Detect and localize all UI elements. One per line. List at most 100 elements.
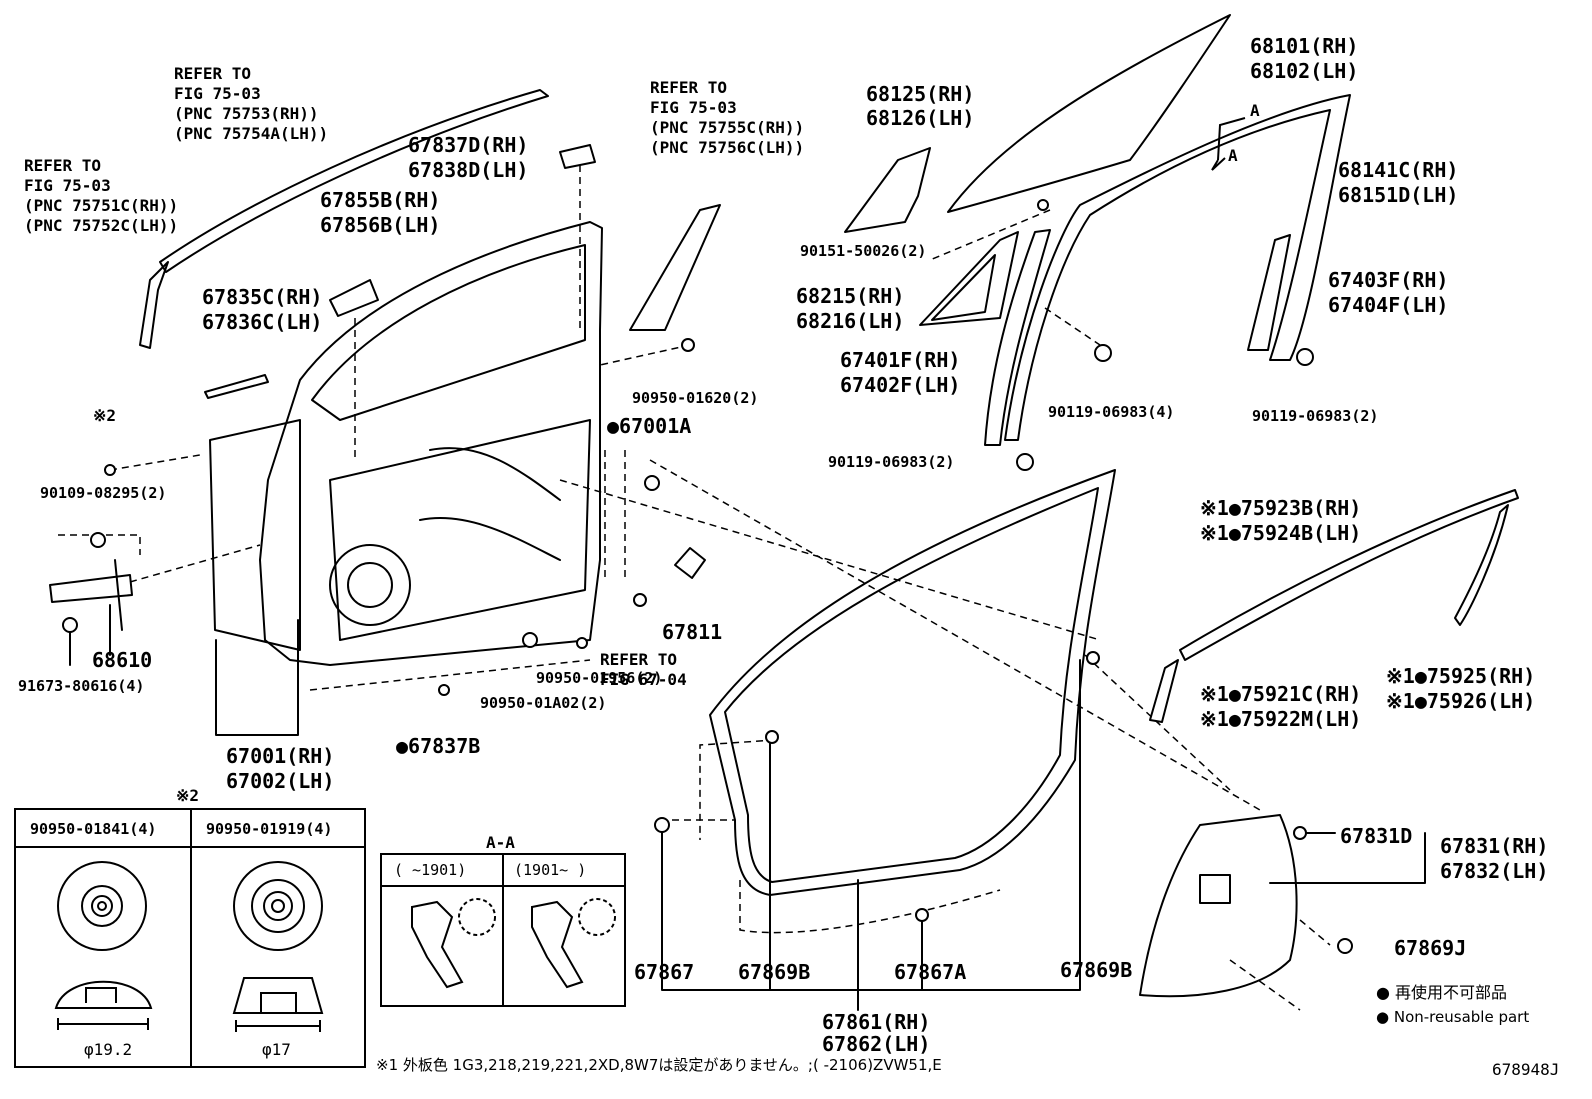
note-1-marker: ※1 bbox=[1200, 707, 1229, 731]
note-1-marker: ※1 bbox=[1200, 521, 1229, 545]
grommet-67001a bbox=[644, 475, 660, 491]
part-68126-lh[interactable]: 68126(LH) bbox=[866, 106, 975, 130]
part-68216-lh[interactable]: 68216(LH) bbox=[796, 309, 905, 333]
part-67862-lh[interactable]: 67862(LH) bbox=[822, 1032, 931, 1056]
part-75923b-rh[interactable]: ※175923B(RH) bbox=[1200, 496, 1361, 520]
part-67856b-lh[interactable]: 67856B(LH) bbox=[320, 213, 441, 237]
part-90119-06983-4[interactable]: 90119-06983(4) bbox=[1048, 403, 1175, 421]
roof-moulding bbox=[159, 89, 549, 273]
hinge-bracket bbox=[329, 279, 379, 317]
clip-90950-01620 bbox=[681, 338, 695, 352]
part-67404f-lh[interactable]: 67404F(LH) bbox=[1328, 293, 1449, 317]
division-bar bbox=[984, 229, 1051, 446]
part-67001-rh[interactable]: 67001(RH) bbox=[226, 744, 335, 768]
legend-en: ● Non-reusable part bbox=[1376, 1010, 1529, 1025]
part-91673-80616[interactable]: 91673-80616(4) bbox=[18, 677, 145, 695]
clip-90151 bbox=[1037, 199, 1049, 211]
part-67001a[interactable]: 67001A bbox=[607, 416, 691, 436]
part-68101-rh[interactable]: 68101(RH) bbox=[1250, 34, 1359, 58]
part-67832-lh[interactable]: 67832(LH) bbox=[1440, 859, 1549, 883]
section-aa-title: A-A bbox=[486, 833, 515, 852]
ref-roof-line3: (PNC 75753(RH)) bbox=[174, 104, 319, 123]
legend-jp-text: 再使用不可部品 bbox=[1395, 983, 1508, 1002]
window-bracket bbox=[559, 144, 596, 169]
clip-fig6704 bbox=[633, 593, 647, 607]
part-67831d[interactable]: 67831D bbox=[1340, 824, 1413, 848]
note-1-marker: ※1 bbox=[1200, 682, 1229, 706]
part-90119-06983-2-right[interactable]: 90119-06983(2) bbox=[1252, 407, 1379, 425]
ref-pillar-mid-line3: (PNC 75755C(RH)) bbox=[650, 118, 805, 137]
clip-reference-table: 90950-01841(4) 90950-01919(4) φ19.2 φ17 bbox=[14, 808, 366, 1068]
part-67403f-rh[interactable]: 67403F(RH) bbox=[1328, 268, 1449, 292]
part-67838d-lh[interactable]: 67838D(LH) bbox=[408, 158, 529, 182]
part-75923b-rh-code: 75923B(RH) bbox=[1229, 496, 1361, 520]
part-75921c-rh[interactable]: ※175921C(RH) bbox=[1200, 682, 1361, 706]
ref-pillar-mid-line4: (PNC 75756C(LH)) bbox=[650, 138, 805, 157]
section-aa-table: ( ~1901) (1901~ ) bbox=[380, 853, 626, 1007]
part-68102-lh[interactable]: 68102(LH) bbox=[1250, 59, 1359, 83]
weatherstrip-outer bbox=[209, 419, 301, 651]
part-75925-rh-code: 75925(RH) bbox=[1415, 664, 1535, 688]
part-75922m-lh[interactable]: ※175922M(LH) bbox=[1200, 707, 1361, 731]
part-90109-08295[interactable]: 90109-08295(2) bbox=[40, 484, 167, 502]
part-67811[interactable]: 67811 bbox=[662, 620, 723, 644]
note-1-marker: ※1 bbox=[1200, 496, 1229, 520]
part-75926-lh[interactable]: ※175926(LH) bbox=[1386, 689, 1535, 713]
figure-code: 678948J bbox=[1492, 1060, 1560, 1079]
clip-90109 bbox=[104, 464, 116, 476]
part-67869j[interactable]: 67869J bbox=[1394, 936, 1467, 960]
note-1-marker: ※1 bbox=[1386, 689, 1415, 713]
part-67002-lh[interactable]: 67002(LH) bbox=[226, 769, 335, 793]
screw-90119-a bbox=[1094, 344, 1112, 362]
section-arrow-a-upper: A bbox=[1250, 101, 1260, 120]
part-67837b[interactable]: 67837B bbox=[396, 736, 480, 756]
bolt-91673 bbox=[62, 617, 78, 633]
clip-table-col2-dim: φ17 bbox=[262, 1040, 291, 1059]
part-67402f-lh[interactable]: 67402F(LH) bbox=[840, 373, 961, 397]
part-68610[interactable]: 68610 bbox=[92, 648, 153, 672]
ref-pillar-left-line3: (PNC 75751C(RH)) bbox=[24, 196, 179, 215]
ref-roof-line2: FIG 75-03 bbox=[174, 84, 261, 103]
part-75925-rh[interactable]: ※175925(RH) bbox=[1386, 664, 1535, 688]
door-frame-inner bbox=[311, 244, 586, 421]
part-68215-rh[interactable]: 68215(RH) bbox=[796, 284, 905, 308]
part-67855b-rh[interactable]: 67855B(RH) bbox=[320, 188, 441, 212]
part-67861-rh[interactable]: 67861(RH) bbox=[822, 1010, 931, 1034]
part-90950-01956[interactable]: 90950-01956(2) bbox=[536, 669, 663, 687]
clip-table-col2-title: 90950-01919(4) bbox=[206, 820, 333, 838]
ref-pillar-mid-line2: FIG 75-03 bbox=[650, 98, 737, 117]
part-67867a[interactable]: 67867A bbox=[894, 960, 967, 984]
clip-table-col1-title: 90950-01841(4) bbox=[30, 820, 157, 838]
part-67837d-rh[interactable]: 67837D(RH) bbox=[408, 133, 529, 157]
clip-table-col1-dim: φ19.2 bbox=[84, 1040, 133, 1059]
rear-pillar-garnish bbox=[629, 204, 721, 331]
section-aa-col2-label: (1901~ ) bbox=[514, 861, 587, 879]
part-90151-50026[interactable]: 90151-50026(2) bbox=[800, 242, 927, 260]
part-90950-01620[interactable]: 90950-01620(2) bbox=[632, 389, 759, 407]
part-68141c-rh[interactable]: 68141C(RH) bbox=[1338, 158, 1459, 182]
legend-jp: ● 再使用不可部品 bbox=[1376, 985, 1507, 1001]
patch-67811 bbox=[674, 547, 706, 579]
door-check bbox=[49, 574, 133, 603]
part-67869b-right[interactable]: 67869B bbox=[1060, 958, 1133, 982]
part-75921c-rh-code: 75921C(RH) bbox=[1229, 682, 1361, 706]
clip-67869b-b bbox=[1086, 651, 1100, 665]
service-hole-cover bbox=[1139, 814, 1298, 998]
part-67835c-rh[interactable]: 67835C(RH) bbox=[202, 285, 323, 309]
ref-fig6704-line2: FIG 67-04 bbox=[600, 670, 687, 689]
part-67836c-lh[interactable]: 67836C(LH) bbox=[202, 310, 323, 334]
part-90119-06983-2-left[interactable]: 90119-06983(2) bbox=[828, 453, 955, 471]
part-67867[interactable]: 67867 bbox=[634, 960, 695, 984]
ref-pillar-left-line1: REFER TO bbox=[24, 156, 102, 175]
part-67831-rh[interactable]: 67831(RH) bbox=[1440, 834, 1549, 858]
part-67869b-left[interactable]: 67869B bbox=[738, 960, 811, 984]
part-68125-rh[interactable]: 68125(RH) bbox=[866, 82, 975, 106]
part-90950-01a02[interactable]: 90950-01A02(2) bbox=[480, 694, 607, 712]
part-75924b-lh[interactable]: ※175924B(LH) bbox=[1200, 521, 1361, 545]
part-67401f-rh[interactable]: 67401F(RH) bbox=[840, 348, 961, 372]
part-68151d-lh[interactable]: 68151D(LH) bbox=[1338, 183, 1459, 207]
part-75926-lh-code: 75926(LH) bbox=[1415, 689, 1535, 713]
footnote: ※1 外板色 1G3,218,219,221,2XD,8W7は設定がありません。… bbox=[376, 1056, 942, 1074]
front-pillar-moulding bbox=[139, 261, 169, 349]
